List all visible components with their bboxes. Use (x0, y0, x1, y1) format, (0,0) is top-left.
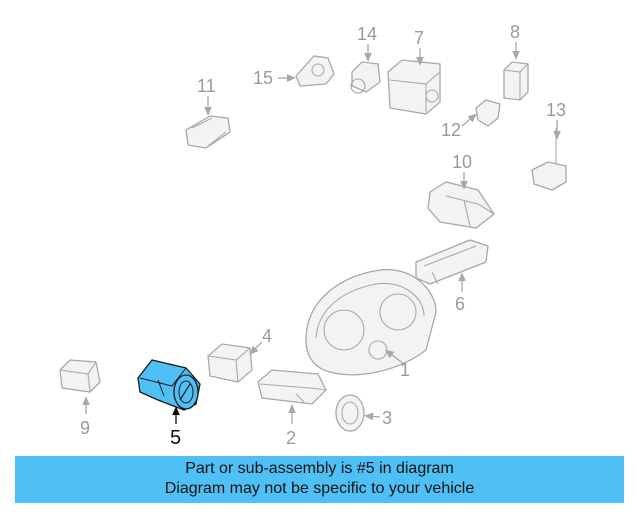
callout-1: 1 (400, 360, 410, 380)
callout-5: 5 (170, 427, 181, 449)
part-2-switch-panel[interactable]: 2 (257, 369, 327, 448)
part-15-sensor[interactable]: 15 (253, 55, 335, 88)
banner-line-2: Diagram may not be specific to your vehi… (164, 480, 475, 497)
part-14-sensor[interactable]: 14 (350, 24, 381, 94)
part-13-antenna[interactable]: 13 (531, 100, 567, 191)
callout-9: 9 (80, 418, 90, 438)
part-10-module[interactable]: 10 (427, 152, 495, 229)
part-4-switch[interactable]: 4 (207, 326, 272, 383)
part-7-module[interactable]: 7 (387, 28, 441, 115)
part-1-instrument-cluster[interactable]: 1 (305, 268, 437, 380)
part-12-clip[interactable]: 12 (441, 99, 501, 140)
callout-13: 13 (546, 100, 566, 120)
callout-6: 6 (455, 294, 465, 314)
callout-8: 8 (510, 22, 520, 42)
callout-4: 4 (262, 326, 272, 346)
callout-15: 15 (253, 68, 273, 88)
part-5-headlight-switch[interactable]: 5 (137, 359, 201, 449)
info-banner: Part or sub-assembly is #5 in diagram Di… (15, 456, 624, 503)
part-9-switch[interactable]: 9 (59, 359, 101, 438)
callout-12: 12 (441, 120, 461, 140)
part-11-switch[interactable]: 11 (185, 76, 231, 149)
part-3-knob[interactable]: 3 (335, 394, 392, 432)
parts-diagram: 11 15 14 7 8 12 13 (59, 22, 567, 449)
banner-line-1: Part or sub-assembly is #5 in diagram (185, 460, 454, 477)
callout-14: 14 (357, 24, 377, 44)
callout-10: 10 (452, 152, 472, 172)
callout-2: 2 (286, 428, 296, 448)
callout-7: 7 (414, 28, 424, 48)
callout-3: 3 (382, 408, 392, 428)
part-8-relay[interactable]: 8 (503, 22, 529, 101)
callout-11: 11 (197, 76, 216, 96)
